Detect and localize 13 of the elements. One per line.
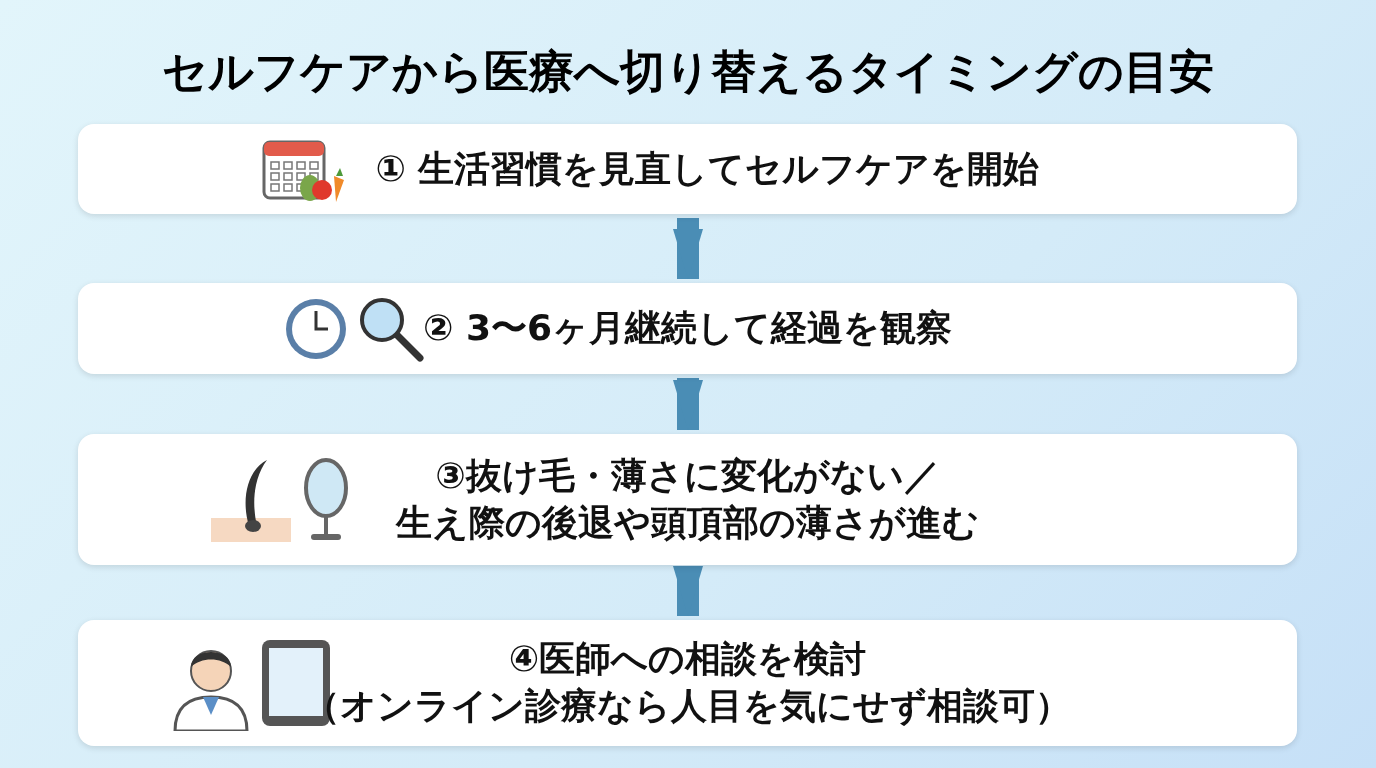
step-box: [78, 434, 1297, 565]
step-text: ① 生活習慣を見直してセルフケアを開始: [375, 146, 1040, 191]
down-arrow: [673, 566, 703, 616]
down-arrow: [673, 378, 703, 430]
step-text: ③抜け毛・薄さに変化がない／: [435, 453, 940, 498]
step-box: [78, 620, 1297, 746]
step-box: [78, 283, 1297, 374]
step-box: [78, 124, 1297, 214]
down-arrow: [673, 218, 703, 279]
step-text: ④医師への相談を検討: [508, 637, 867, 682]
title: セルフケアから医療へ切り替えるタイミングの目安: [161, 44, 1215, 100]
step-text: 生え際の後退や頭頂部の薄さが進む: [396, 500, 979, 545]
step-text: ② 3〜6ヶ月継続して経過を観察: [422, 306, 953, 351]
